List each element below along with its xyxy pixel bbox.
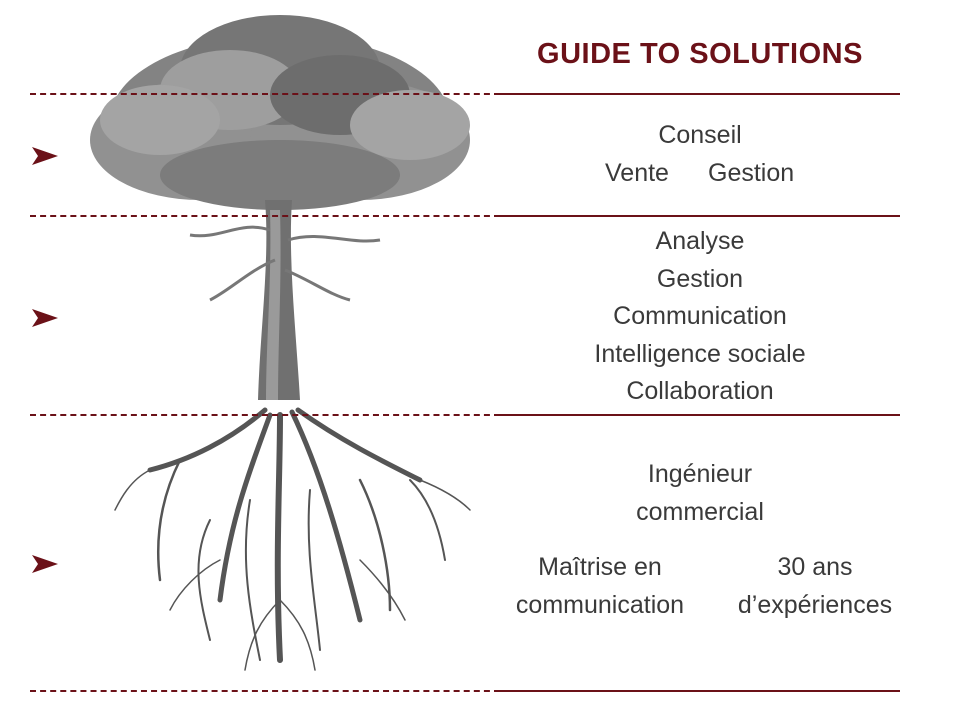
arrow-icon [32, 555, 58, 573]
section-bottom-line-2: commercial [636, 498, 764, 526]
divider-dashed-4 [30, 690, 500, 692]
arrow-icon [32, 147, 58, 165]
divider-dashed-3 [30, 414, 500, 416]
section-top-gestion: Gestion [708, 159, 795, 187]
section-bottom-line-1: Ingénieur [647, 460, 753, 488]
section-bottom-left-1: Maîtrise en [538, 553, 662, 581]
section-middle-line-2: Gestion [656, 265, 744, 293]
page-title: GUIDE TO SOLUTIONS [537, 38, 863, 70]
tree-illustration [90, 15, 471, 671]
arrow-icon [32, 309, 58, 327]
section-middle-line-1: Analyse [655, 227, 745, 255]
section-bottom-left-2: communication [515, 591, 685, 619]
divider-dashed-1 [30, 93, 500, 95]
section-top-line-1: Conseil [658, 121, 742, 149]
divider-solid-4 [500, 690, 900, 692]
section-middle-line-4: Intelligence sociale [594, 340, 806, 368]
divider-solid-1 [500, 93, 900, 95]
section-middle-line-3: Communication [613, 302, 787, 330]
divider-dashed-2 [30, 215, 500, 217]
divider-solid-2 [500, 215, 900, 217]
divider-solid-3 [500, 414, 900, 416]
section-top-vente: Vente [605, 159, 669, 187]
section-bottom-right-2: d’expériences [737, 591, 893, 619]
section-bottom-right-1: 30 ans [777, 553, 853, 581]
section-middle-line-5: Collaboration [626, 377, 774, 405]
